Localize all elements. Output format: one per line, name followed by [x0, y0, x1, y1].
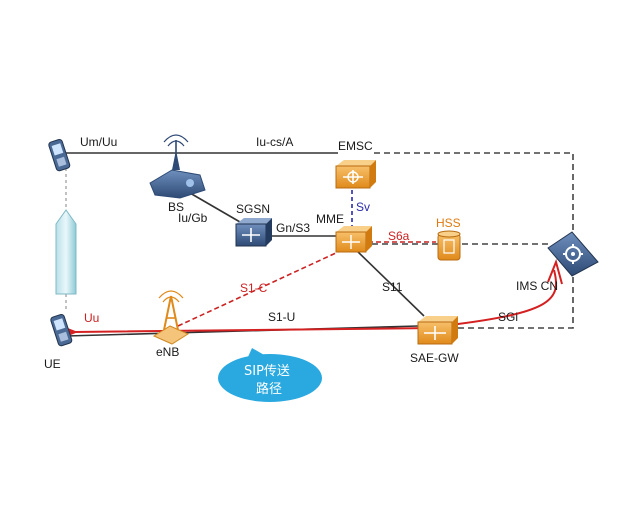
callout-line-1: SIP传送 — [244, 364, 290, 379]
emsc-node: EMSC — [335, 139, 376, 189]
link-label-s1-u: S1-U — [268, 310, 295, 324]
enb-node: eNB — [152, 290, 190, 359]
sip-path-arrow-ims — [547, 258, 563, 285]
ims-cn-node: IMS CN — [516, 231, 599, 293]
link-label-s11: S11 — [382, 280, 403, 294]
line-saegw-ims-dashed — [458, 275, 574, 329]
callout-line-2: 路径 — [256, 381, 282, 397]
ue-label: UE — [44, 357, 61, 371]
ue-node: UE — [44, 313, 73, 371]
sae-gw-label: SAE-GW — [410, 351, 459, 365]
sgsn-node: SGSN — [235, 202, 272, 247]
mobility-column — [55, 209, 77, 295]
base-station-icon — [149, 134, 206, 199]
link-label-uu: Uu — [84, 311, 99, 325]
link-label-um-uu: Um/Uu — [80, 135, 117, 149]
sip-path-callout: SIP传送 路径 — [218, 348, 322, 402]
link-label-gn-s3: Gn/S3 — [276, 221, 310, 235]
bs-label: BS — [168, 200, 184, 214]
switch-icon-emsc — [335, 160, 376, 189]
line-s11 — [355, 249, 425, 317]
sgsn-label: SGSN — [236, 202, 270, 216]
link-label-sgi: SGi — [498, 310, 518, 324]
link-label-sv: Sv — [356, 200, 370, 214]
link-label-s6a: S6a — [388, 229, 410, 243]
hss-label: HSS — [436, 216, 461, 230]
line-bs-sgsn — [189, 192, 241, 223]
gateway-icon-sae-gw — [417, 316, 458, 345]
phone-icon — [48, 138, 71, 172]
sae-gw-node: SAE-GW — [410, 316, 459, 365]
gear-icon — [547, 231, 599, 277]
link-label-iu-gb: Iu/Gb — [178, 211, 208, 225]
link-label-iu-cs-a: Iu-cs/A — [256, 135, 293, 149]
phone-icon — [50, 313, 73, 347]
line-emsc-ims-dashed — [374, 152, 574, 234]
enb-label: eNB — [156, 345, 179, 359]
mme-node: MME — [316, 212, 372, 253]
ims-cn-label: IMS CN — [516, 279, 558, 293]
router-icon-sgsn — [235, 218, 272, 247]
line-s1-c-dashed — [177, 251, 339, 327]
mme-label: MME — [316, 212, 344, 226]
database-icon-hss — [437, 230, 461, 261]
emsc-label: EMSC — [338, 139, 373, 153]
switch-icon-mme — [335, 226, 372, 253]
antenna-tower-icon — [152, 290, 190, 345]
hss-node: HSS — [436, 216, 461, 261]
link-label-s1-c: S1-C — [240, 281, 268, 295]
sip-path-line — [57, 269, 558, 341]
bs-node: BS — [149, 134, 206, 214]
